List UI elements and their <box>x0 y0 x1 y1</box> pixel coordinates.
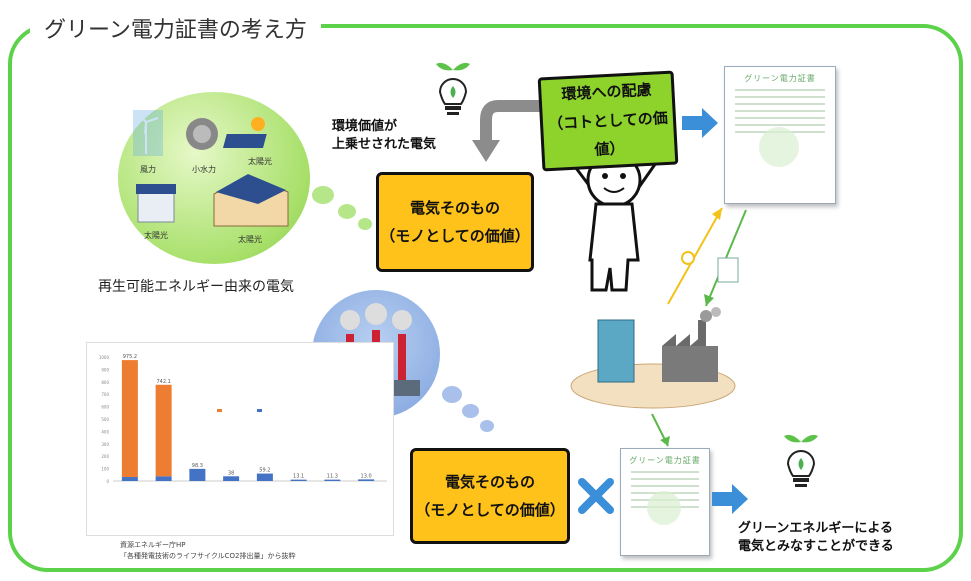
y-tick-label: 700 <box>101 392 109 397</box>
y-tick-label: 0 <box>106 479 109 484</box>
chart-svg: 0 100 200 300 400 500 600 700 800 900 1000 975.2 742… <box>99 354 387 484</box>
bar-segment <box>223 476 240 481</box>
solar-building-icon <box>136 184 176 223</box>
data-label: 975.2 <box>123 354 137 360</box>
result-line1: グリーンエネルギーによる <box>738 521 893 536</box>
legend-swatch <box>257 409 262 412</box>
y-tick-label: 400 <box>101 429 109 434</box>
buildings-factory-icon <box>570 307 736 409</box>
wind-label: 風力 <box>140 164 156 174</box>
data-label: 742.1 <box>156 379 170 385</box>
chart-source-note: 資源エネルギー庁HP 「各種発電技術のライフサイクルCO2排出量」から抜粋 <box>120 540 296 561</box>
data-label: 13.0 <box>361 473 372 479</box>
bar-segment <box>121 360 138 478</box>
box-line1: 電気そのもの <box>444 472 535 491</box>
box-line1: 電気そのもの <box>409 198 500 217</box>
hydro-turbine-icon <box>186 118 218 150</box>
solar-house-icon <box>213 174 289 227</box>
certificate-transfer-arrows <box>667 207 747 307</box>
box-line2: （コトとしての価値） <box>547 108 669 159</box>
y-tick-label: 1000 <box>99 355 110 360</box>
cross-x-icon <box>578 478 614 514</box>
source-line1: 資源エネルギー庁HP <box>120 541 186 549</box>
page-title: グリーン電力証書の考え方 <box>30 10 321 46</box>
solar-label: 太陽光 <box>248 156 272 166</box>
hydro-label: 小水力 <box>192 164 216 174</box>
data-label: 98.3 <box>192 463 203 469</box>
env-value-label: 環境価値が 上乗せされた電気 <box>332 118 436 153</box>
renewable-sources-circle: 風力 小水力 太陽光 太陽光 太陽光 <box>118 92 310 264</box>
bar-segment <box>358 479 375 481</box>
env-value-line1: 環境価値が <box>332 119 398 134</box>
solar-sun-icon <box>222 117 267 148</box>
thought-bubble <box>338 204 356 219</box>
green-energy-result-label: グリーンエネルギーによる 電気とみなすことができる <box>738 520 894 555</box>
data-label: 38 <box>228 470 234 476</box>
box-line2: （モノとしての価値） <box>415 501 565 519</box>
certificate-title: グリーン電力証書 <box>744 74 816 83</box>
electricity-itself-box-bottom: 電気そのもの （モノとしての価値） <box>410 448 570 544</box>
result-line2: 電気とみなすことができる <box>738 538 894 554</box>
blue-arrow-right-icon <box>682 108 718 138</box>
solar-building-label: 太陽光 <box>144 230 168 240</box>
y-tick-label: 900 <box>101 367 109 372</box>
y-tick-label: 200 <box>101 454 109 459</box>
blue-arrow-right-icon <box>712 484 748 514</box>
source-line2: 「各種発電技術のライフサイクルCO2排出量」から抜粋 <box>120 551 296 560</box>
y-tick-label: 300 <box>101 442 109 447</box>
legend-swatch <box>217 409 222 412</box>
certificate-title: グリーン電力証書 <box>629 456 701 465</box>
grey-curved-arrow-icon <box>472 100 540 162</box>
green-power-certificate: グリーン電力証書 <box>724 66 836 204</box>
data-label: 13.1 <box>293 474 304 480</box>
y-tick-label: 500 <box>101 417 109 422</box>
bar-segment <box>290 479 307 481</box>
thought-bubble <box>442 386 462 403</box>
box-line2: （モノとしての価値） <box>380 227 530 245</box>
thought-bubble <box>480 420 494 432</box>
thought-bubble <box>312 186 334 204</box>
stick-figure-person <box>568 152 660 292</box>
bar-segment <box>324 479 341 481</box>
green-arrow-down-icon <box>651 413 670 447</box>
wind-turbine-icon <box>133 110 163 156</box>
env-value-line2: 上乗せされた電気 <box>332 136 437 152</box>
bar-segment <box>256 473 273 481</box>
renewable-icons: 風力 小水力 太陽光 太陽光 太陽光 <box>133 110 289 244</box>
bar-segment <box>155 476 172 481</box>
y-tick-label: 600 <box>101 405 109 410</box>
bar-segment <box>155 384 172 477</box>
electricity-itself-box: 電気そのもの （モノとしての価値） <box>376 172 534 272</box>
y-tick-label: 800 <box>101 380 109 385</box>
renewable-caption: 再生可能エネルギー由来の電気 <box>98 279 294 295</box>
lightbulb-sprout-icon-bottom <box>784 434 818 487</box>
environmental-consideration-box: 環境への配慮 （コトとしての価値） <box>537 70 679 172</box>
solar-house-label: 太陽光 <box>238 234 262 244</box>
diagram-frame <box>8 24 963 572</box>
co2-emission-chart: 0 100 200 300 400 500 600 700 800 900 1000 975.2 742… <box>86 342 394 536</box>
data-label: 11.3 <box>327 474 338 480</box>
lightbulb-sprout-icon <box>436 62 470 115</box>
y-tick-label: 100 <box>101 467 109 472</box>
bar-segment <box>121 477 138 481</box>
data-label: 59.2 <box>259 468 270 474</box>
thought-bubble <box>358 218 372 230</box>
green-power-certificate-bottom: グリーン電力証書 <box>620 448 710 556</box>
bar-segment <box>189 468 206 481</box>
thought-bubble <box>462 404 479 418</box>
